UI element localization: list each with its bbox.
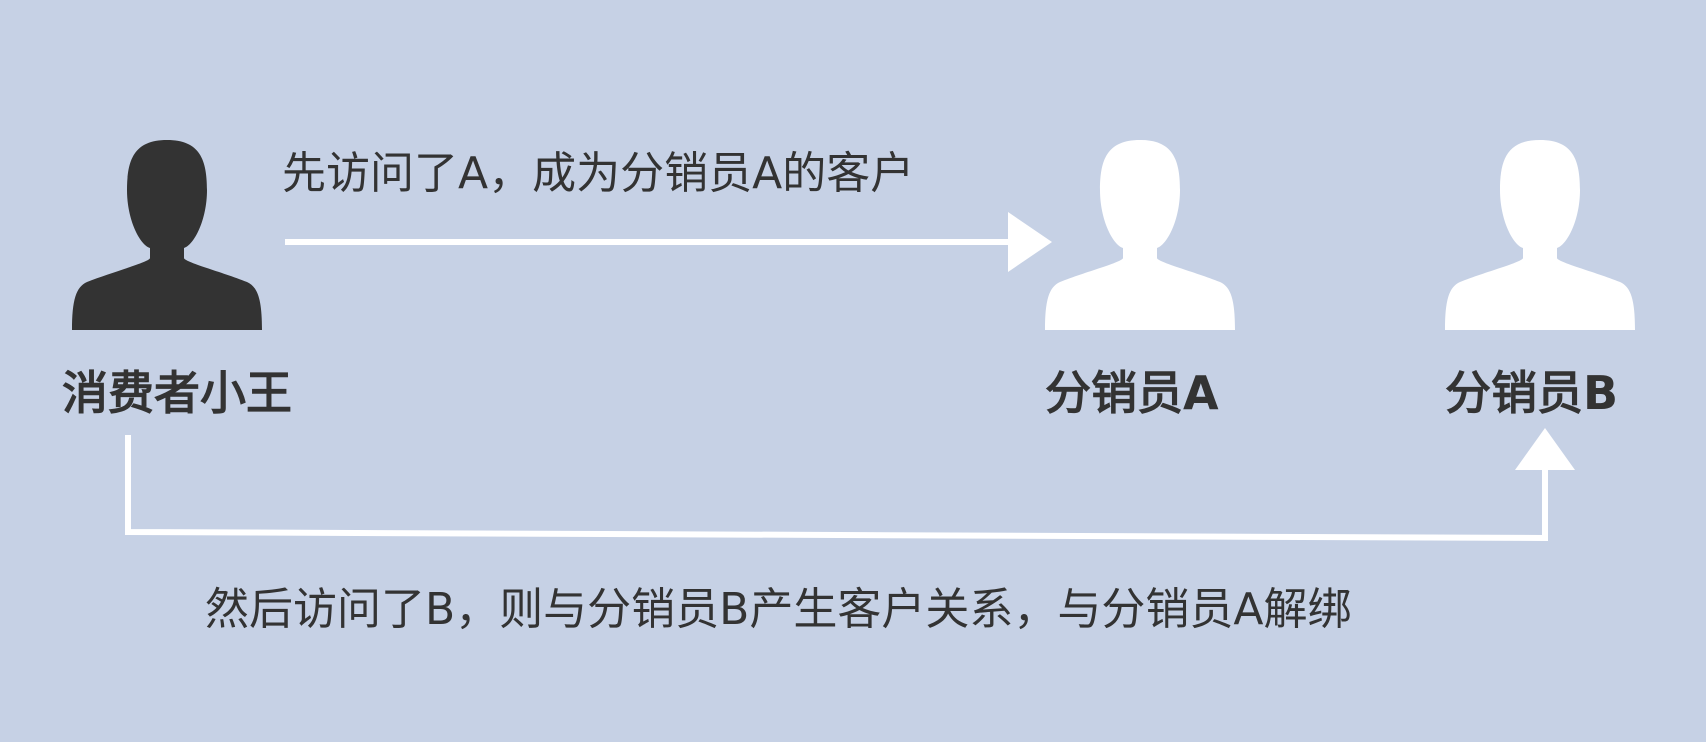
distributor-b-person-icon <box>1445 140 1635 330</box>
consumer-label: 消费者小王 <box>62 366 292 420</box>
first-visit-caption: 先访问了A，成为分销员A的客户 <box>282 148 915 199</box>
consumer-person-icon <box>72 140 262 330</box>
arrow-second-visit <box>125 428 1575 542</box>
arrow-first-visit <box>285 212 1052 272</box>
distributor-b-label: 分销员B <box>1445 366 1619 420</box>
distributor-a-person-icon <box>1045 140 1235 330</box>
distributor-a-label: 分销员A <box>1045 366 1219 420</box>
second-visit-caption: 然后访问了B，则与分销员B产生客户关系，与分销员A解绑 <box>205 584 1352 635</box>
